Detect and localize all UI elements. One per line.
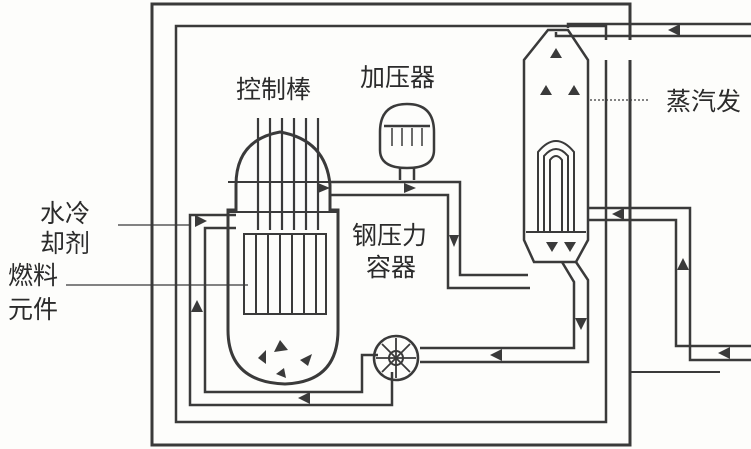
containment-inner-wall xyxy=(174,24,608,424)
pipe-flow-arrows xyxy=(191,24,730,404)
water-coolant-label-line1: 水冷 xyxy=(40,199,90,228)
flow-arrow-icon xyxy=(258,350,266,364)
steam-generator-flow-arrows xyxy=(540,48,580,252)
steam-generator-shell xyxy=(522,28,590,264)
flow-arrow-icon xyxy=(564,242,576,252)
pressure-vessel-label-line2: 容器 xyxy=(366,253,416,282)
u-tube xyxy=(537,140,575,232)
flow-arrow-icon xyxy=(274,340,288,352)
flow-arrow-icon xyxy=(404,183,416,193)
cold-leg-inner xyxy=(420,261,576,350)
flow-arrow-icon xyxy=(298,392,310,404)
fuel-assembly xyxy=(243,233,327,315)
water-coolant-label-line2: 却剂 xyxy=(40,229,90,258)
flow-arrow-icon xyxy=(668,24,680,36)
flow-arrow-icon xyxy=(318,183,330,193)
hot-leg-outer xyxy=(330,180,528,277)
steam-generator xyxy=(522,28,590,264)
fuel-elements-label-line2: 元件 xyxy=(8,295,58,324)
flow-arrow-icon xyxy=(276,368,286,378)
steam-line-outer xyxy=(566,22,751,28)
steam-generator-label: 蒸汽发 xyxy=(666,87,741,116)
secondary-loop xyxy=(554,22,751,362)
flow-arrow-icon xyxy=(718,347,730,359)
control-rods xyxy=(256,118,320,230)
flow-arrow-icon xyxy=(568,85,580,95)
flow-arrow-icon xyxy=(300,354,312,366)
coolant-pump xyxy=(372,334,420,382)
pressure-vessel-label-line1: 钢压力 xyxy=(352,221,427,250)
u-tube xyxy=(543,148,569,232)
core-region xyxy=(243,233,327,315)
flow-arrow-icon xyxy=(490,349,502,361)
flow-arrow-icon xyxy=(612,208,624,220)
cold-leg-outer xyxy=(420,261,590,364)
pressurizer-tank xyxy=(378,102,436,170)
hot-leg-inner xyxy=(330,193,530,290)
return-line-inner xyxy=(203,226,378,394)
pressurizer-stem xyxy=(398,168,416,180)
flow-arrow-icon xyxy=(191,300,203,312)
flow-arrow-icon xyxy=(575,318,587,330)
leader-lines xyxy=(66,99,650,286)
primary-coolant-loop xyxy=(188,168,590,407)
flow-arrow-icon xyxy=(195,215,207,227)
return-line-outer xyxy=(188,213,394,407)
steam-line-inner xyxy=(554,32,751,38)
flow-arrow-icon xyxy=(550,48,562,58)
impeller-blade xyxy=(381,343,411,373)
flow-arrow-icon xyxy=(546,242,558,252)
feedwater-outer xyxy=(588,206,751,362)
vessel-flow-arrows xyxy=(258,340,312,378)
vessel-shell xyxy=(226,130,340,386)
pressurizer xyxy=(378,102,436,170)
pump-casing xyxy=(372,334,420,382)
fuel-elements-label-line1: 燃料 xyxy=(8,261,58,290)
feedwater-inner xyxy=(588,218,751,348)
flow-arrow-icon xyxy=(540,85,552,95)
u-tube xyxy=(549,155,563,232)
control-rods-label: 控制棒 xyxy=(236,75,311,104)
flow-arrow-icon xyxy=(677,258,689,270)
containment-building xyxy=(150,2,720,447)
flow-arrow-icon xyxy=(449,235,459,247)
pressurizer-label: 加压器 xyxy=(360,63,435,92)
